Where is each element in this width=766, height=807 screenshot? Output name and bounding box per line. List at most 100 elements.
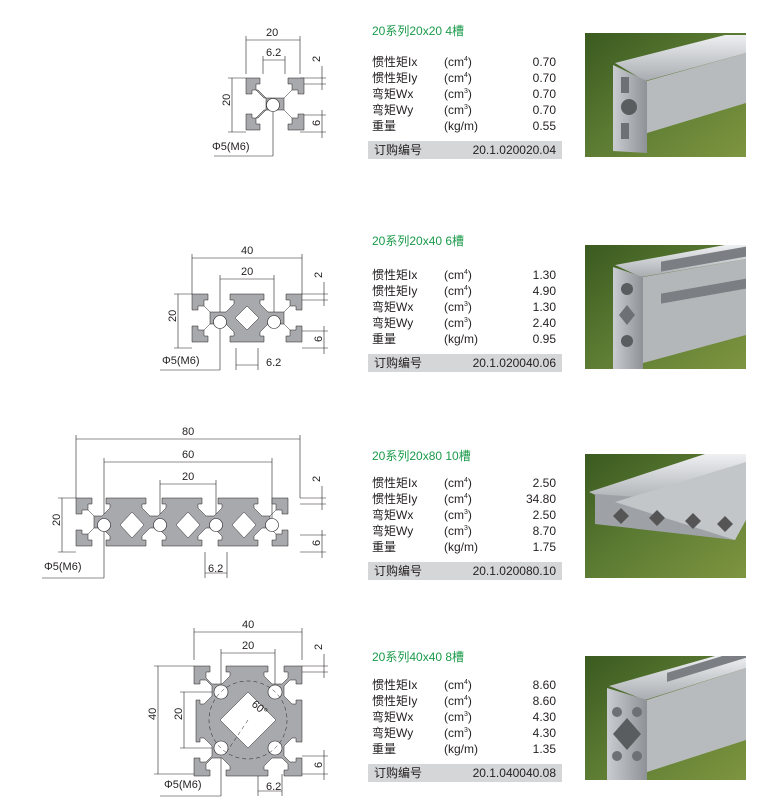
spec-row: 弯矩Wy (cm3) 8.70 — [372, 523, 562, 539]
spec-row: 惯性矩Ix(cm4)2.50 — [372, 475, 562, 491]
spec-value: 2.50 — [532, 508, 556, 522]
spec-name: 弯矩Wx — [372, 300, 414, 314]
spec-table: 惯性矩Ix(cm4)2.50 惯性矩Iy(cm4)34.80 弯矩Wx(cm3)… — [372, 475, 562, 555]
dim-hole-label: Φ5(M6) — [164, 779, 202, 791]
spec-name: 重量 — [372, 332, 397, 346]
dim-hole-label: Φ5(M6) — [212, 141, 250, 153]
dim-hole-label: Φ5(M6) — [162, 355, 200, 367]
spec-value: 8.70 — [532, 524, 556, 538]
spec-unit: (cm3) — [444, 103, 472, 117]
spec-unit: (cm3) — [444, 508, 472, 522]
spec-row: 惯性矩Iy(cm4)34.80 — [372, 491, 562, 507]
order-number-bar: 订购编号 20.1.020040.06 — [368, 354, 562, 372]
spec-row: 弯矩Wx(cm3)0.70 — [372, 86, 562, 102]
spec-unit: (cm4) — [444, 55, 472, 69]
spec-unit: (cm4) — [444, 71, 472, 85]
dim-width-label: 20 — [266, 27, 278, 39]
spec-row: 重量 (kg/m) 0.95 — [372, 331, 562, 347]
spec-row: 重量(kg/m)1.35 — [372, 741, 562, 757]
product-title: 20系列20x20 4槽 — [372, 24, 465, 38]
spec-value: 2.40 — [532, 316, 556, 330]
dim-height-label: 20 — [221, 94, 233, 106]
spec-unit: (cm4) — [444, 492, 472, 506]
spec-unit: (cm4) — [444, 284, 472, 298]
spec-value: 4.30 — [532, 710, 556, 724]
spec-value: 0.95 — [532, 332, 556, 346]
product-photo — [585, 33, 746, 157]
spec-name: 惯性矩Iy — [372, 284, 418, 298]
spec-name: 弯矩Wx — [372, 508, 414, 522]
dim-slot-label: 6.2 — [208, 563, 223, 575]
dim-span-label: 60 — [182, 449, 194, 461]
spec-name: 惯性矩Ix — [372, 55, 418, 69]
profile-drawing-20x40: 40 20 20 2 6 6.2 Φ5(M6) — [160, 245, 328, 371]
spec-row: 惯性矩Iy (cm4) 4.90 — [372, 283, 562, 299]
order-code: 20.1.020040.06 — [472, 356, 556, 370]
spec-table: 惯性矩Ix(cm4)1.30 惯性矩Iy(cm4)4.90 弯矩Wx(cm3)1… — [372, 267, 562, 347]
spec-name: 惯性矩Ix — [372, 678, 418, 692]
spec-value: 0.70 — [532, 71, 556, 85]
spec-unit: (cm3) — [444, 524, 472, 538]
profile-drawing-40x40: 60° 40 20 40 20 2 6 6.2 Φ5(M6) — [147, 619, 328, 797]
spec-name: 惯性矩Iy — [372, 71, 418, 85]
spec-name: 惯性矩Iy — [372, 492, 418, 506]
order-number-bar: 订购编号 20.1.020080.10 — [368, 562, 562, 580]
spec-name: 弯矩Wx — [372, 710, 414, 724]
dim-hole-label: Φ5(M6) — [44, 561, 82, 573]
spec-value: 1.30 — [532, 300, 556, 314]
dim-height-label: 40 — [147, 708, 159, 720]
spec-row: 弯矩Wx(cm3)4.30 — [372, 709, 562, 725]
spec-value: 4.90 — [532, 284, 556, 298]
dim-slot-label: 6.2 — [266, 781, 281, 793]
order-number-bar: 订购编号 20.1.040040.08 — [368, 764, 562, 782]
spec-row: 弯矩Wy(cm3)4.30 — [372, 725, 562, 741]
product-title: 20系列40x40 8槽 — [372, 650, 465, 664]
dim-top-label: 2 — [311, 476, 323, 482]
dim-top-label: 2 — [313, 644, 325, 650]
product-20x20: 20 6.2 20 2 6 Φ5(M6) 20系列20x20 4槽 惯性矩Ix (… — [0, 0, 766, 200]
spec-value: 8.60 — [532, 678, 556, 692]
spec-name: 惯性矩Iy — [372, 694, 418, 708]
spec-value: 1.30 — [532, 268, 556, 282]
spec-row: 弯矩Wy(cm3)0.70 — [372, 102, 562, 118]
spec-row: 重量(kg/m)1.75 — [372, 539, 562, 555]
dim-side-label: 6 — [313, 336, 325, 342]
spec-name: 弯矩Wy — [372, 103, 414, 117]
spec-row: 惯性矩Ix(cm4)0.70 — [372, 54, 562, 70]
spec-unit: (kg/m) — [444, 742, 479, 756]
product-title: 20系列20x80 10槽 — [372, 449, 471, 463]
spec-name: 重量 — [372, 742, 397, 756]
spec-unit: (cm3) — [444, 300, 472, 314]
order-label: 订购编号 — [374, 356, 423, 370]
product-photo — [585, 656, 746, 780]
spec-unit: (cm4) — [444, 694, 472, 708]
spec-name: 弯矩Wy — [372, 726, 414, 740]
order-label: 订购编号 — [374, 564, 423, 578]
profile-drawing-20x20: 20 6.2 20 2 6 Φ5(M6) — [212, 27, 326, 157]
dim-width-label: 40 — [242, 619, 254, 631]
spec-name: 弯矩Wx — [372, 87, 414, 101]
spec-row: 惯性矩Ix(cm4)1.30 — [372, 267, 562, 283]
dim-width-label: 80 — [182, 426, 194, 438]
spec-value: 2.50 — [532, 476, 556, 490]
spec-name: 重量 — [372, 540, 397, 554]
spec-unit: (cm4) — [444, 268, 472, 282]
spec-unit: (cm4) — [444, 476, 472, 490]
spec-table: 惯性矩Ix(cm4)8.60 惯性矩Iy (cm4) 8.60 弯矩Wx(cm3)4… — [372, 677, 562, 757]
dim-pitch-label: 20 — [182, 471, 194, 483]
order-label: 订购编号 — [374, 766, 423, 780]
spec-row: 弯矩Wx (cm3) 1.30 — [372, 299, 562, 315]
product-20x40: 40 20 20 2 6 6.2 Φ5(M6) 20系列20x40 6槽 惯性矩… — [0, 210, 766, 410]
spec-name: 弯矩Wy — [372, 524, 414, 538]
spec-table: 惯性矩Ix(cm4)0.70 惯性矩Iy(cm4)0.70 弯矩Wx(cm3)0… — [372, 54, 562, 134]
spec-value: 8.60 — [532, 694, 556, 708]
dim-side-label: 6 — [313, 762, 325, 768]
product-40x40: 60° 40 20 40 20 2 6 6.2 Φ5(M6) 20系列40x40… — [0, 608, 766, 807]
spec-row: 惯性矩Ix(cm4)8.60 — [372, 677, 562, 693]
spec-unit: (kg/m) — [444, 332, 479, 346]
product-photo — [585, 454, 746, 578]
dim-top-label: 2 — [311, 56, 323, 62]
spec-row: 重量(kg/m)0.55 — [372, 118, 562, 134]
spec-name: 重量 — [372, 119, 397, 133]
spec-value: 0.55 — [532, 119, 556, 133]
